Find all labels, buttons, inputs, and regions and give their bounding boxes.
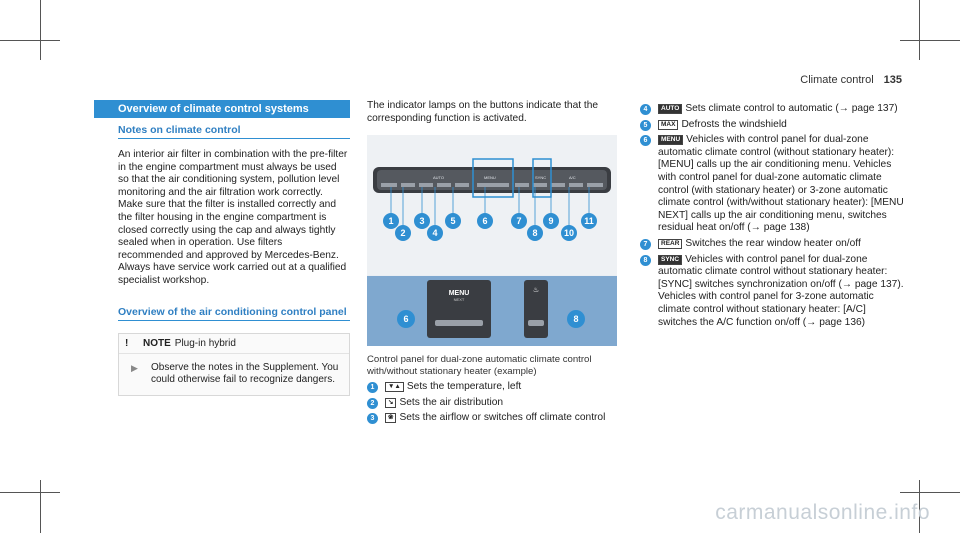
- airflow-icon: ❀: [385, 413, 397, 424]
- item-text: Defrosts the windshield: [681, 118, 787, 130]
- sync-button-detail: ♨: [524, 280, 548, 339]
- item-number: 2: [367, 397, 378, 409]
- paragraph-filter: An interior air filter in combination wi…: [118, 149, 348, 286]
- legend-item: 3 ❀Sets the airflow or switches off clim…: [367, 412, 625, 425]
- crop-mark: [40, 0, 41, 60]
- windshield-defrost-icon: MAX: [658, 119, 679, 130]
- item-text: Sets the airflow or switches off climate…: [399, 412, 606, 424]
- crop-mark: [919, 0, 920, 60]
- callout-11: 11: [581, 213, 597, 230]
- sync-icon: SYNC: [658, 254, 683, 265]
- figure-detail-area: MENU NEXT ♨ 6 8: [367, 276, 617, 347]
- panel-illustration: AUTO MENU SYNC A/C: [373, 158, 611, 234]
- note-body: ▶ Observe the notes in the Supplement. Y…: [119, 354, 349, 395]
- item-text: Vehicles with control panel for dual-zon…: [658, 134, 904, 234]
- item-number: 5: [640, 119, 651, 131]
- item-number: 6: [640, 135, 651, 147]
- crop-mark: [0, 492, 60, 493]
- item-text: Sets the temperature, left: [406, 381, 522, 393]
- callout-3: 3: [414, 213, 430, 230]
- menu-button-label: MENU: [484, 175, 496, 180]
- play-triangle-icon: ▶: [131, 362, 138, 373]
- temperature-icon: ▼▲: [385, 382, 404, 393]
- auto-icon: AUTO: [658, 104, 683, 114]
- warning-icon: !: [125, 337, 129, 349]
- subheading-overview: Overview of the air conditioning control…: [118, 306, 350, 321]
- crop-mark: [919, 480, 920, 533]
- item-text: Switches the rear window heater on/off: [685, 237, 861, 249]
- menu-large-label: MENU: [448, 290, 470, 298]
- callout-2: 2: [395, 225, 411, 242]
- item-number: 4: [640, 104, 651, 115]
- ac-button-label: A/C: [569, 175, 576, 180]
- legend-item: 2 ↘Sets the air distribution: [367, 397, 625, 410]
- callout-7: 7: [511, 213, 527, 230]
- callout-10: 10: [561, 225, 577, 242]
- callout-8-detail: 8: [567, 310, 585, 329]
- menu-icon: MENU: [658, 135, 684, 146]
- item-number: 3: [367, 413, 378, 425]
- note-label: NOTE: [143, 337, 171, 349]
- callout-4: 4: [427, 225, 443, 242]
- middle-column: The indicator lamps on the buttons indic…: [367, 100, 625, 425]
- legend-item: 1 ▼▲Sets the temperature, left: [367, 381, 625, 394]
- left-column: Overview of climate control systems Note…: [94, 100, 350, 396]
- crop-mark: [900, 40, 960, 41]
- sync-button-label: SYNC: [535, 175, 546, 180]
- air-distribution-icon: ↘: [385, 397, 397, 408]
- header-title: Climate control: [800, 74, 874, 86]
- subheading-notes: Notes on climate control: [118, 124, 350, 139]
- callout-9: 9: [543, 213, 559, 230]
- menu-button-detail: MENU NEXT: [427, 280, 491, 339]
- item-text: Sets the air distribution: [399, 396, 504, 408]
- item-number: 7: [640, 238, 651, 250]
- note-title: Plug-in hybrid: [174, 337, 236, 349]
- callout-5: 5: [445, 213, 461, 230]
- crop-mark: [0, 40, 60, 41]
- rear-window-heater-icon: REAR: [658, 238, 683, 249]
- item-number: 8: [640, 254, 651, 266]
- callout-6-detail: 6: [397, 310, 415, 329]
- crop-mark: [900, 492, 960, 493]
- note-text: Observe the notes in the Supplement. You…: [151, 361, 339, 386]
- callout-8: 8: [527, 225, 543, 242]
- crop-mark: [40, 480, 41, 533]
- control-panel-figure: AUTO MENU SYNC A/C 1 2 3 4 5 6 7 8 9 10 …: [367, 135, 617, 347]
- auto-button-label: AUTO: [433, 175, 444, 180]
- item-number: 1: [367, 382, 378, 394]
- legend-list-middle: 1 ▼▲Sets the temperature, left 2 ↘Sets t…: [367, 381, 625, 425]
- page-number: 135: [883, 74, 902, 86]
- callout-1: 1: [383, 213, 399, 230]
- indicator-intro: The indicator lamps on the buttons indic…: [367, 100, 599, 124]
- page-header: Climate control 135: [800, 74, 902, 86]
- item-text: Sets climate control to automatic (→ pag…: [685, 103, 898, 114]
- figure-caption: Control panel for dual-zone automatic cl…: [367, 354, 592, 378]
- watermark: carmanualsonline.info: [715, 501, 930, 524]
- item-text: Vehicles with control panel for dual-zon…: [658, 253, 904, 328]
- next-label: NEXT: [453, 297, 465, 303]
- section-title: Overview of climate control systems: [94, 100, 350, 118]
- callout-6: 6: [477, 213, 493, 230]
- heater-icon: ♨: [532, 287, 540, 295]
